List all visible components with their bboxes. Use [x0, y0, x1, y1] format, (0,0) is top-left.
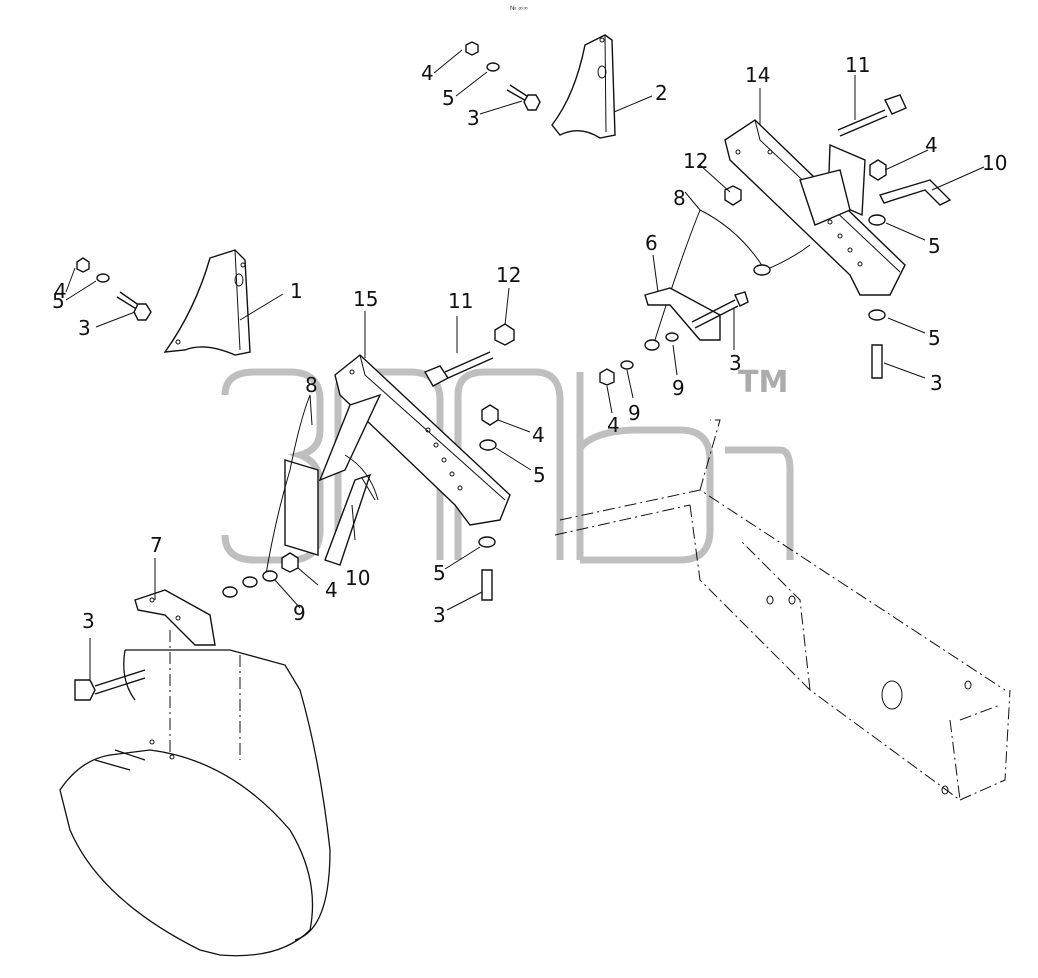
callout-9: 9	[293, 601, 306, 625]
callout-7: 7	[150, 533, 163, 557]
callout-12: 12	[683, 149, 708, 173]
callout-10: 10	[345, 566, 370, 590]
cable-8-left	[264, 394, 379, 581]
callout-4: 4	[54, 279, 67, 303]
callout-9: 9	[672, 376, 685, 400]
arm-14	[724, 119, 906, 296]
bolt-set-left	[76, 257, 152, 321]
leader-lines	[65, 49, 985, 680]
callout-5: 5	[442, 86, 455, 110]
callout-12: 12	[496, 263, 521, 287]
callout-5: 5	[533, 463, 546, 487]
fender	[59, 630, 331, 957]
callout-4: 4	[925, 133, 938, 157]
callout-15: 15	[353, 287, 378, 311]
callout-8: 8	[305, 373, 318, 397]
arm-15	[284, 354, 511, 556]
callout-1: 1	[290, 279, 303, 303]
callout-3: 3	[433, 603, 446, 627]
callout-9: 9	[628, 401, 641, 425]
pin-10-right	[879, 179, 952, 206]
fasteners-left-arm	[478, 404, 499, 601]
header-mark: № ∞∞	[510, 5, 528, 12]
callout-14: 14	[745, 63, 770, 87]
fasteners-7	[74, 552, 299, 701]
frame-rail	[554, 419, 1011, 801]
callout-5: 5	[928, 326, 941, 350]
callout-2: 2	[655, 81, 668, 105]
bracket-1	[163, 249, 251, 356]
callout-3: 3	[467, 106, 480, 130]
callout-3: 3	[930, 371, 943, 395]
callout-4: 4	[325, 578, 338, 602]
bolt-set-top	[465, 41, 541, 111]
pin-10-left	[324, 473, 376, 566]
callout-6: 6	[645, 231, 658, 255]
callout-3: 3	[78, 316, 91, 340]
callout-4: 4	[607, 413, 620, 437]
bracket-2	[551, 34, 616, 139]
fasteners-right-arm	[599, 94, 907, 386]
callout-11: 11	[448, 289, 473, 313]
bracket-6	[644, 287, 721, 341]
callout-11: 11	[845, 53, 870, 77]
callout-8: 8	[673, 186, 686, 210]
cable-8-right	[644, 209, 811, 351]
trademark-label: TM	[738, 365, 788, 400]
bracket-7	[134, 589, 216, 646]
callout-10: 10	[982, 151, 1007, 175]
callout-5: 5	[52, 289, 65, 313]
callout-4: 4	[421, 61, 434, 85]
callout-3: 3	[82, 609, 95, 633]
bolt-11-left	[423, 323, 515, 387]
callout-4: 4	[532, 423, 545, 447]
callout-3: 3	[729, 351, 742, 375]
callout-labels: 1 2 3 3 3 3 3 3 3 4 4 4 4 4 4 5 5 5 5 5 …	[52, 53, 1007, 633]
callout-5: 5	[433, 561, 446, 585]
callout-5: 5	[928, 234, 941, 258]
